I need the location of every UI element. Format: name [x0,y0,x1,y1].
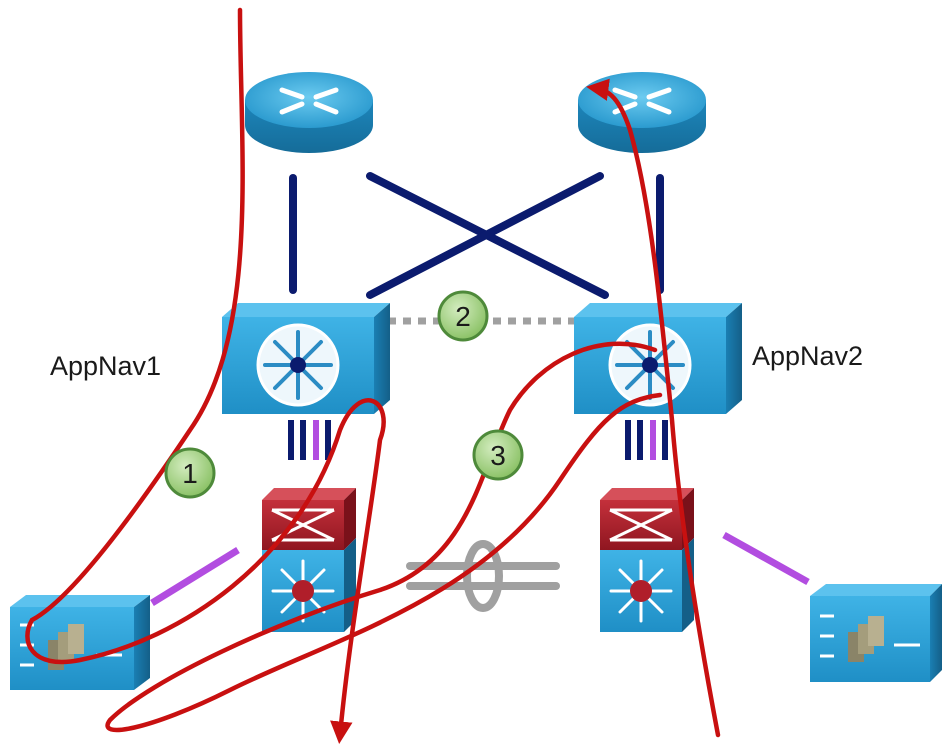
wan-optimizer-icon [20,623,122,670]
appnav-controller-icon [608,323,692,407]
service-link-right [722,531,810,586]
appnav-controller-icon [256,323,340,407]
downlinks-left [288,420,331,460]
multilayer-switch-icon [262,538,356,632]
router-left[interactable] [245,72,373,153]
appnav2-label: AppNav2 [752,341,863,371]
link-router2-appnav1 [366,172,604,299]
step-badge-2: 2 [437,290,489,342]
flow-paths [25,7,721,744]
wan-optimizer-icon [820,614,920,662]
wan-optimizer-left[interactable] [10,595,150,690]
step-badge-3-label: 3 [490,440,506,471]
step-badge-3: 3 [472,429,524,481]
switch-stack-left[interactable] [262,488,356,632]
step-badge-1: 1 [164,447,216,499]
downlinks-right [625,420,668,460]
step-badge-2-label: 2 [455,301,471,332]
appnav1-label: AppNav1 [50,351,161,381]
firewall-icon [600,488,694,550]
multilayer-switch-icon [600,538,694,632]
switch-stack-right[interactable] [600,488,694,632]
service-link-left [150,547,240,606]
router-right[interactable] [578,72,706,153]
wan-optimizer-right[interactable] [810,584,942,682]
appnav1-device[interactable] [222,303,390,414]
step-badge-1-label: 1 [182,458,198,489]
flow-path-inbound [25,7,386,744]
flow-path-outbound [586,78,721,738]
router-icon [279,87,339,115]
flow-path-loop [105,341,663,733]
backbone-links [289,172,664,299]
router-icon [612,87,672,115]
channel-bundle-icon [406,540,560,612]
